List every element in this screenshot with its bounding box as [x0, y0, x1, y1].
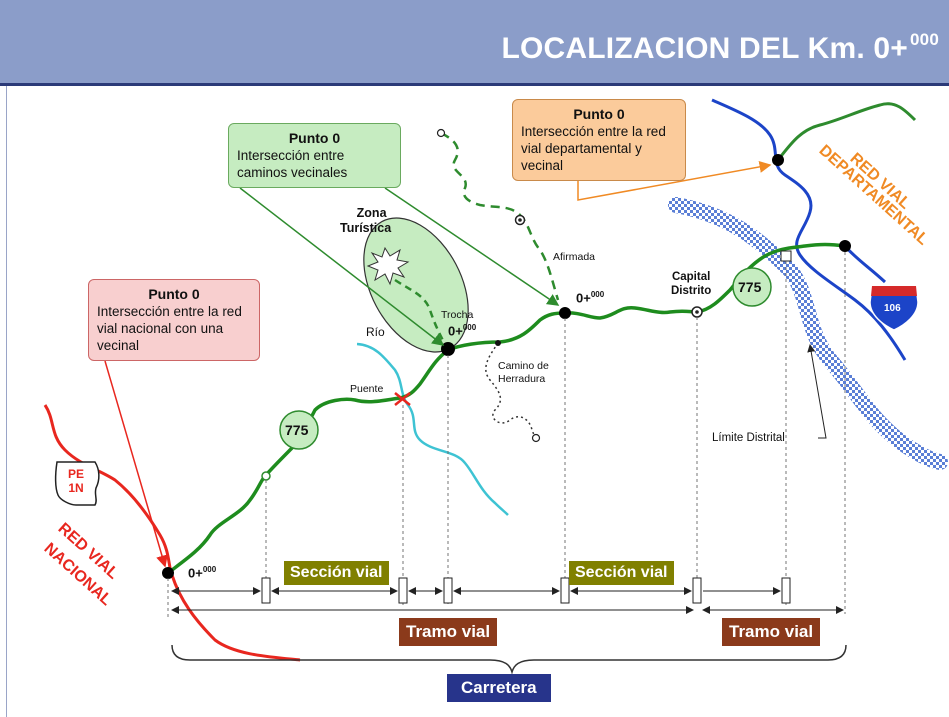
pe-1n-label: PE 1N [68, 467, 84, 495]
pe-1n-line2: 1N [68, 481, 84, 495]
arrow-limite [807, 344, 827, 439]
national-road [43, 404, 301, 662]
rio-label: Río [366, 325, 385, 339]
puente-mark [394, 392, 411, 406]
arrow-green-callout-2 [384, 187, 560, 306]
capital-line1: Capital [671, 271, 711, 283]
interstate-shield [869, 285, 919, 331]
km0-label-national: 0+000 [188, 565, 216, 580]
road-775-badge-a [279, 410, 319, 450]
arrow-orange-callout [577, 160, 772, 201]
title-bar: LOCALIZACION DEL Km. 0+000 [0, 0, 949, 86]
km0-national-main: 0+ [188, 565, 203, 581]
zona-turistica-line1: Zona [356, 206, 387, 220]
node-km0-afirmada [559, 307, 571, 319]
afirmada-road [440, 131, 560, 301]
left-rule [6, 86, 7, 717]
herradura-line1: Camino de [498, 360, 549, 372]
callout-departamental-title: Punto 0 [573, 106, 625, 122]
tramo-vial-label-2: Tramo vial [722, 618, 821, 646]
herradura-start [495, 340, 501, 346]
node-departmental-top [772, 154, 784, 166]
departmental-branch [843, 245, 887, 284]
callout-vecinal-body: Intersección entre caminos vecinales [237, 148, 348, 180]
title-superscript: 000 [910, 30, 939, 49]
afirmada-label: Afirmada [553, 251, 596, 263]
callout-departamental-body: Intersección entre la red vial departame… [521, 124, 666, 173]
node-capital-dot [695, 310, 699, 314]
km0-afirmada-main: 0+ [576, 290, 591, 306]
river [356, 342, 509, 516]
km0-label-vecinal: 0+000 [448, 323, 476, 338]
afirmada-node-dot [518, 218, 522, 222]
departmental-road-link [776, 102, 917, 161]
arrow-green-callout [239, 187, 445, 346]
title-text: LOCALIZACION DEL Km. 0+ [501, 32, 909, 65]
zona-turistica-label: Zona Turística [340, 206, 391, 236]
callout-nacional-title: Punto 0 [148, 286, 200, 302]
limite-distrital-label: Límite Distrital [712, 432, 785, 444]
zona-turistica-line2: Turística [340, 221, 392, 235]
callout-vecinal: Punto 0 Intersección entre caminos vecin… [228, 123, 401, 188]
interstate-shield-top [871, 286, 917, 296]
km0-label-afirmada: 0+000 [576, 290, 604, 305]
capital-label: Capital Distrito [671, 270, 711, 298]
pe-1n-shield [54, 461, 100, 506]
tramo-vial-label-1: Tramo vial [399, 618, 498, 646]
departmental-network [711, 98, 907, 361]
puente-label: Puente [350, 383, 384, 395]
node-boundary-square [780, 250, 792, 262]
node-road-small [261, 471, 271, 481]
interstate-label: 106 [884, 303, 901, 314]
zona-turistica-icon [366, 246, 410, 286]
section-markers [261, 577, 791, 604]
herradura-label: Camino de Herradura [498, 360, 549, 386]
trocha-label: Trocha [441, 309, 474, 321]
callout-departamental: Punto 0 Intersección entre la red vial d… [512, 99, 686, 181]
road-775-label-a: 775 [285, 422, 309, 438]
herradura-trail [485, 342, 537, 439]
district-boundary-band [668, 197, 948, 470]
km0-vecinal-main: 0+ [448, 323, 463, 339]
page-title: LOCALIZACION DEL Km. 0+000 [501, 30, 939, 66]
seccion-vial-label-1: Sección vial [284, 561, 389, 585]
node-km0-national [162, 567, 174, 579]
callout-nacional-body: Intersección entre la red vial nacional … [97, 304, 242, 353]
road-775-badge-b [732, 267, 772, 307]
pe-1n-line1: PE [68, 467, 85, 481]
km0-national-sup: 000 [202, 565, 217, 574]
km0-afirmada-sup: 000 [590, 290, 605, 299]
carretera-brace [171, 644, 847, 675]
km0-vecinal-sup: 000 [462, 323, 477, 332]
road-775-label-b: 775 [738, 279, 762, 295]
afirmada-end [436, 128, 446, 138]
arrow-red-callout [104, 360, 168, 568]
node-km0-vecinal [441, 342, 455, 356]
callout-nacional: Punto 0 Intersección entre la red vial n… [88, 279, 260, 361]
callout-vecinal-title: Punto 0 [288, 130, 341, 146]
capital-line2: Distrito [671, 285, 712, 297]
seccion-vial-label-2: Sección vial [569, 561, 674, 585]
carretera-label: Carretera [447, 674, 551, 702]
herradura-line2: Herradura [498, 373, 546, 385]
node-departmental-right [839, 240, 851, 252]
herradura-end [531, 433, 541, 443]
